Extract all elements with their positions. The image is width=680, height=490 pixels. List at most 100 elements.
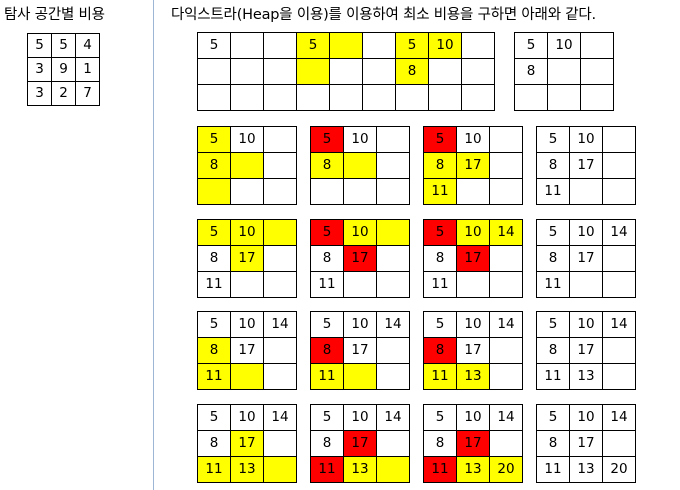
- step-cell: 8: [514, 58, 548, 85]
- step-cell: [376, 245, 410, 272]
- step-cell: [456, 271, 490, 298]
- selected-cell: 8: [423, 337, 457, 364]
- step-cell: 8: [310, 430, 344, 457]
- step-cell: 17: [569, 152, 603, 179]
- frontier-cell: 11: [197, 456, 231, 483]
- cost-table-title: 탐사 공간별 비용: [4, 7, 105, 23]
- step-cell: 20: [602, 456, 636, 483]
- step-cell: 5: [197, 404, 231, 431]
- step-cell: 8: [423, 245, 457, 272]
- step-cell: 17: [569, 337, 603, 364]
- step-cell: [580, 58, 614, 85]
- step-cell: 10: [343, 311, 377, 338]
- step-cell: 14: [602, 311, 636, 338]
- selected-cell: 17: [456, 245, 490, 272]
- step-grid: 5: [197, 32, 297, 111]
- frontier-cell: 10: [456, 219, 490, 246]
- cost-cell: 5: [27, 33, 52, 58]
- cost-cell: 2: [51, 81, 76, 106]
- step-cell: 11: [536, 271, 570, 298]
- step-cell: 14: [489, 404, 523, 431]
- step-cell: 14: [376, 311, 410, 338]
- step-cell: 14: [376, 404, 410, 431]
- selected-cell: 5: [310, 219, 344, 246]
- cost-cell: 4: [75, 33, 100, 58]
- step-cell: 10: [569, 219, 603, 246]
- step-cell: [376, 430, 410, 457]
- frontier-cell: [376, 456, 410, 483]
- selected-cell: 5: [423, 126, 457, 153]
- step-cell: [489, 126, 523, 153]
- step-cell: 10: [569, 404, 603, 431]
- cost-cell: 9: [51, 57, 76, 82]
- selected-cell: 11: [310, 456, 344, 483]
- frontier-cell: 5: [197, 219, 231, 246]
- frontier-cell: 17: [230, 245, 264, 272]
- cost-cell: 3: [27, 57, 52, 82]
- step-cell: 11: [536, 178, 570, 205]
- step-cell: [263, 152, 297, 179]
- step-cell: [456, 178, 490, 205]
- frontier-cell: 11: [310, 363, 344, 390]
- step-cell: [461, 58, 495, 85]
- frontier-cell: 11: [197, 363, 231, 390]
- step-cell: [263, 178, 297, 205]
- step-cell: 5: [536, 311, 570, 338]
- step-cell: 8: [423, 430, 457, 457]
- step-cell: [263, 58, 297, 85]
- frontier-cell: [376, 219, 410, 246]
- step-cell: 8: [197, 245, 231, 272]
- cost-cell: 1: [75, 57, 100, 82]
- step-cell: 11: [536, 363, 570, 390]
- step-cell: [329, 58, 363, 85]
- step-cell: [263, 363, 297, 390]
- step-cell: [296, 84, 330, 111]
- step-cell: [602, 271, 636, 298]
- step-cell: [489, 271, 523, 298]
- step-cell: [362, 84, 396, 111]
- step-cell: [428, 58, 462, 85]
- selected-cell: 17: [456, 430, 490, 457]
- step-cell: 10: [230, 404, 264, 431]
- frontier-cell: 10: [428, 32, 462, 59]
- step-cell: [376, 271, 410, 298]
- step-cell: [569, 178, 603, 205]
- step-cell: 11: [536, 456, 570, 483]
- step-cell: [263, 430, 297, 457]
- step-cell: [263, 32, 297, 59]
- step-cell: 8: [536, 245, 570, 272]
- step-cell: [329, 84, 363, 111]
- step-cell: 5: [536, 219, 570, 246]
- step-cell: [230, 58, 264, 85]
- step-cell: [489, 152, 523, 179]
- step-cell: 10: [547, 32, 581, 59]
- frontier-cell: 8: [197, 337, 231, 364]
- step-cell: [376, 337, 410, 364]
- step-cell: [547, 58, 581, 85]
- step-cell: 17: [230, 337, 264, 364]
- step-cell: [461, 84, 495, 111]
- step-cell: [580, 84, 614, 111]
- step-cell: [580, 32, 614, 59]
- step-cell: 5: [310, 311, 344, 338]
- step-cell: 10: [569, 311, 603, 338]
- step-cell: 17: [343, 337, 377, 364]
- step-cell: 10: [230, 311, 264, 338]
- step-cell: 10: [456, 404, 490, 431]
- cost-grid: 5 5 4 3 9 1 3 2 7: [27, 33, 100, 106]
- cost-cell: 5: [51, 33, 76, 58]
- step-cell: 8: [310, 245, 344, 272]
- frontier-cell: 17: [230, 430, 264, 457]
- frontier-cell: 8: [310, 152, 344, 179]
- step-cell: [230, 178, 264, 205]
- step-cell: 10: [456, 311, 490, 338]
